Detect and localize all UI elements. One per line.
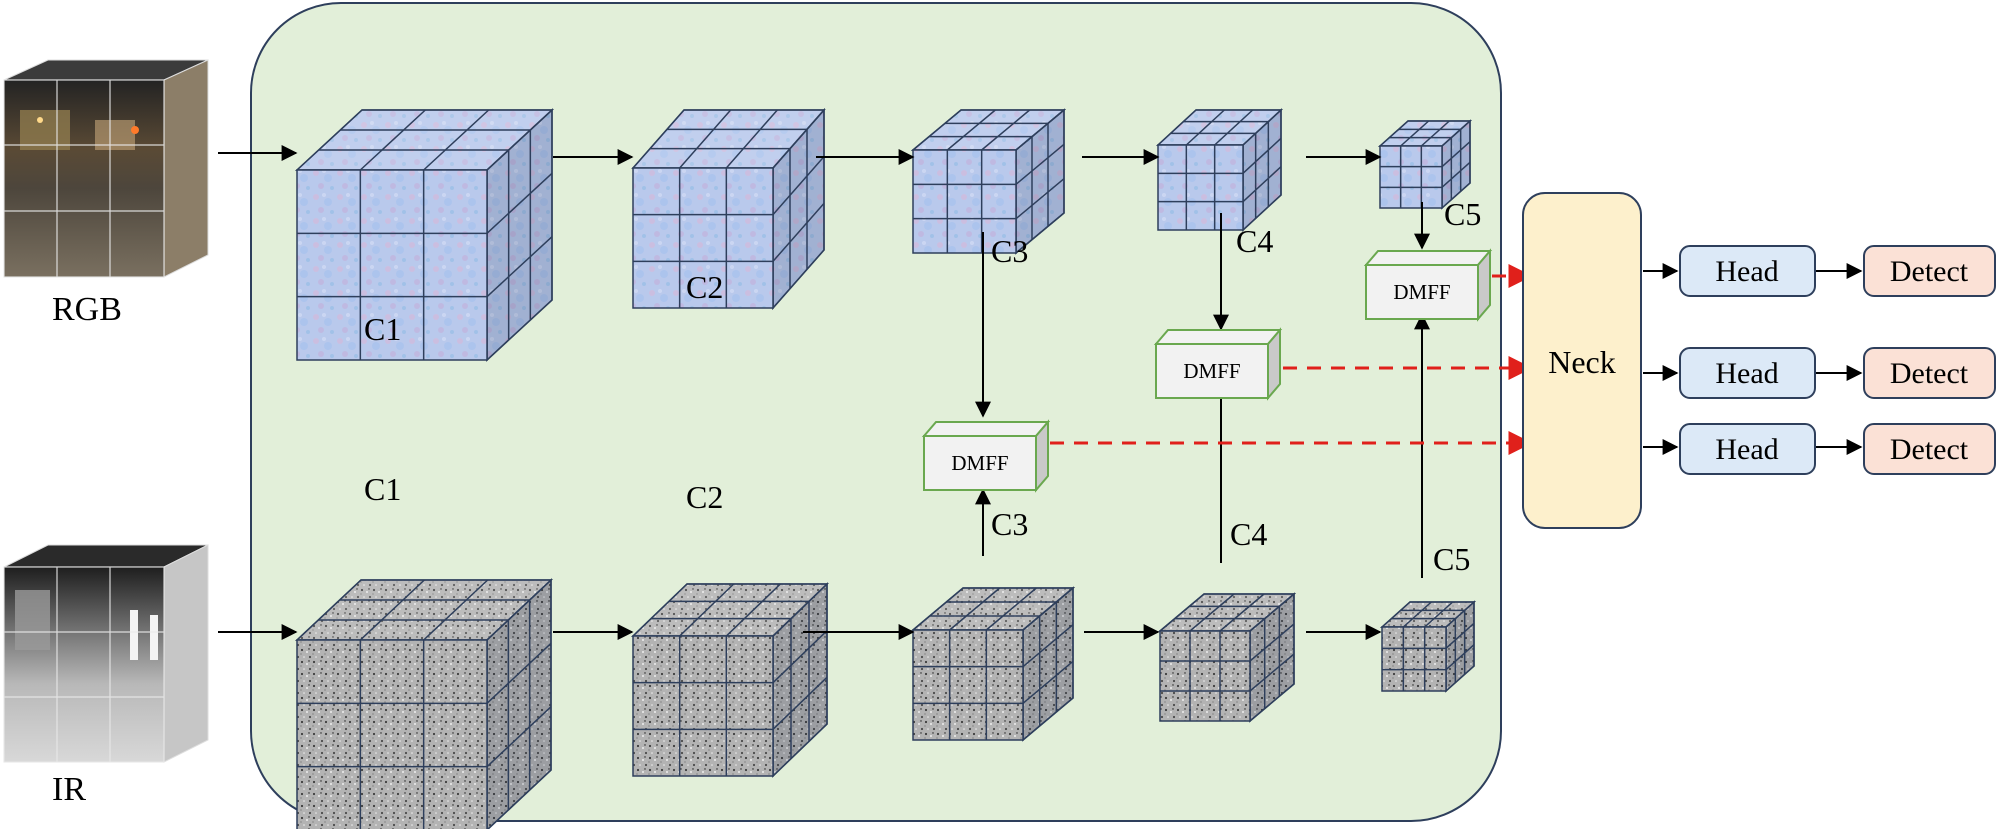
rgb-cube-c1 <box>295 108 554 362</box>
rgb-stage-label: C3 <box>991 233 1028 269</box>
rgb-cube-c5 <box>1378 119 1472 210</box>
dmff-module-c3: DMFF <box>921 419 1051 493</box>
dmff-label: DMFF <box>951 451 1008 475</box>
ir-cube-c3 <box>910 586 1076 742</box>
head-block: Head <box>1679 423 1816 475</box>
feature-cubes <box>295 108 1476 829</box>
fusion-arrows <box>975 202 1430 578</box>
dmff-module-c4: DMFF <box>1153 327 1283 401</box>
rgb-stage-label: C5 <box>1444 196 1481 232</box>
ir-stage-label: C3 <box>991 506 1028 542</box>
head-label: Head <box>1715 433 1778 466</box>
ir-stage-label: C2 <box>686 479 723 515</box>
head-label: Head <box>1715 357 1778 390</box>
ir-cube-c4 <box>1157 592 1297 723</box>
ir-cube-c5 <box>1380 600 1476 693</box>
rgb-cube-c4 <box>1156 108 1283 232</box>
rgb-stage-label: C1 <box>364 311 401 347</box>
rgb-cube-c2 <box>631 108 826 310</box>
ir-input-image <box>3 544 209 763</box>
ir-cube-c2 <box>631 582 829 778</box>
ir-stage-label: C4 <box>1230 516 1267 552</box>
rgb-flow-arrows <box>218 145 1382 165</box>
rgb-stage-label: C2 <box>686 269 723 305</box>
detect-block: Detect <box>1863 347 1996 399</box>
neck-block <box>1522 192 1642 529</box>
dmff-label: DMFF <box>1183 359 1240 383</box>
rgb-input-image <box>3 59 209 278</box>
dmff-module-c5: DMFF <box>1363 248 1493 322</box>
rgb-label: RGB <box>52 291 122 328</box>
rgb-stage-label: C4 <box>1236 223 1273 259</box>
detect-label: Detect <box>1890 357 1969 390</box>
neck-label: Neck <box>1548 344 1616 380</box>
dmff-label: DMFF <box>1393 280 1450 304</box>
detect-label: Detect <box>1890 433 1969 466</box>
detect-block: Detect <box>1863 423 1996 475</box>
ir-stage-label: C5 <box>1433 541 1470 577</box>
ir-label: IR <box>52 771 86 808</box>
detect-block: Detect <box>1863 245 1996 297</box>
rgb-cube-c3 <box>910 108 1067 255</box>
head-label: Head <box>1715 255 1778 288</box>
ir-stage-label: C1 <box>364 471 401 507</box>
neck-to-head-arrows <box>1643 263 1863 455</box>
head-block: Head <box>1679 245 1816 297</box>
head-block: Head <box>1679 347 1816 399</box>
detect-label: Detect <box>1890 255 1969 288</box>
ir-cube-c1 <box>295 578 553 829</box>
